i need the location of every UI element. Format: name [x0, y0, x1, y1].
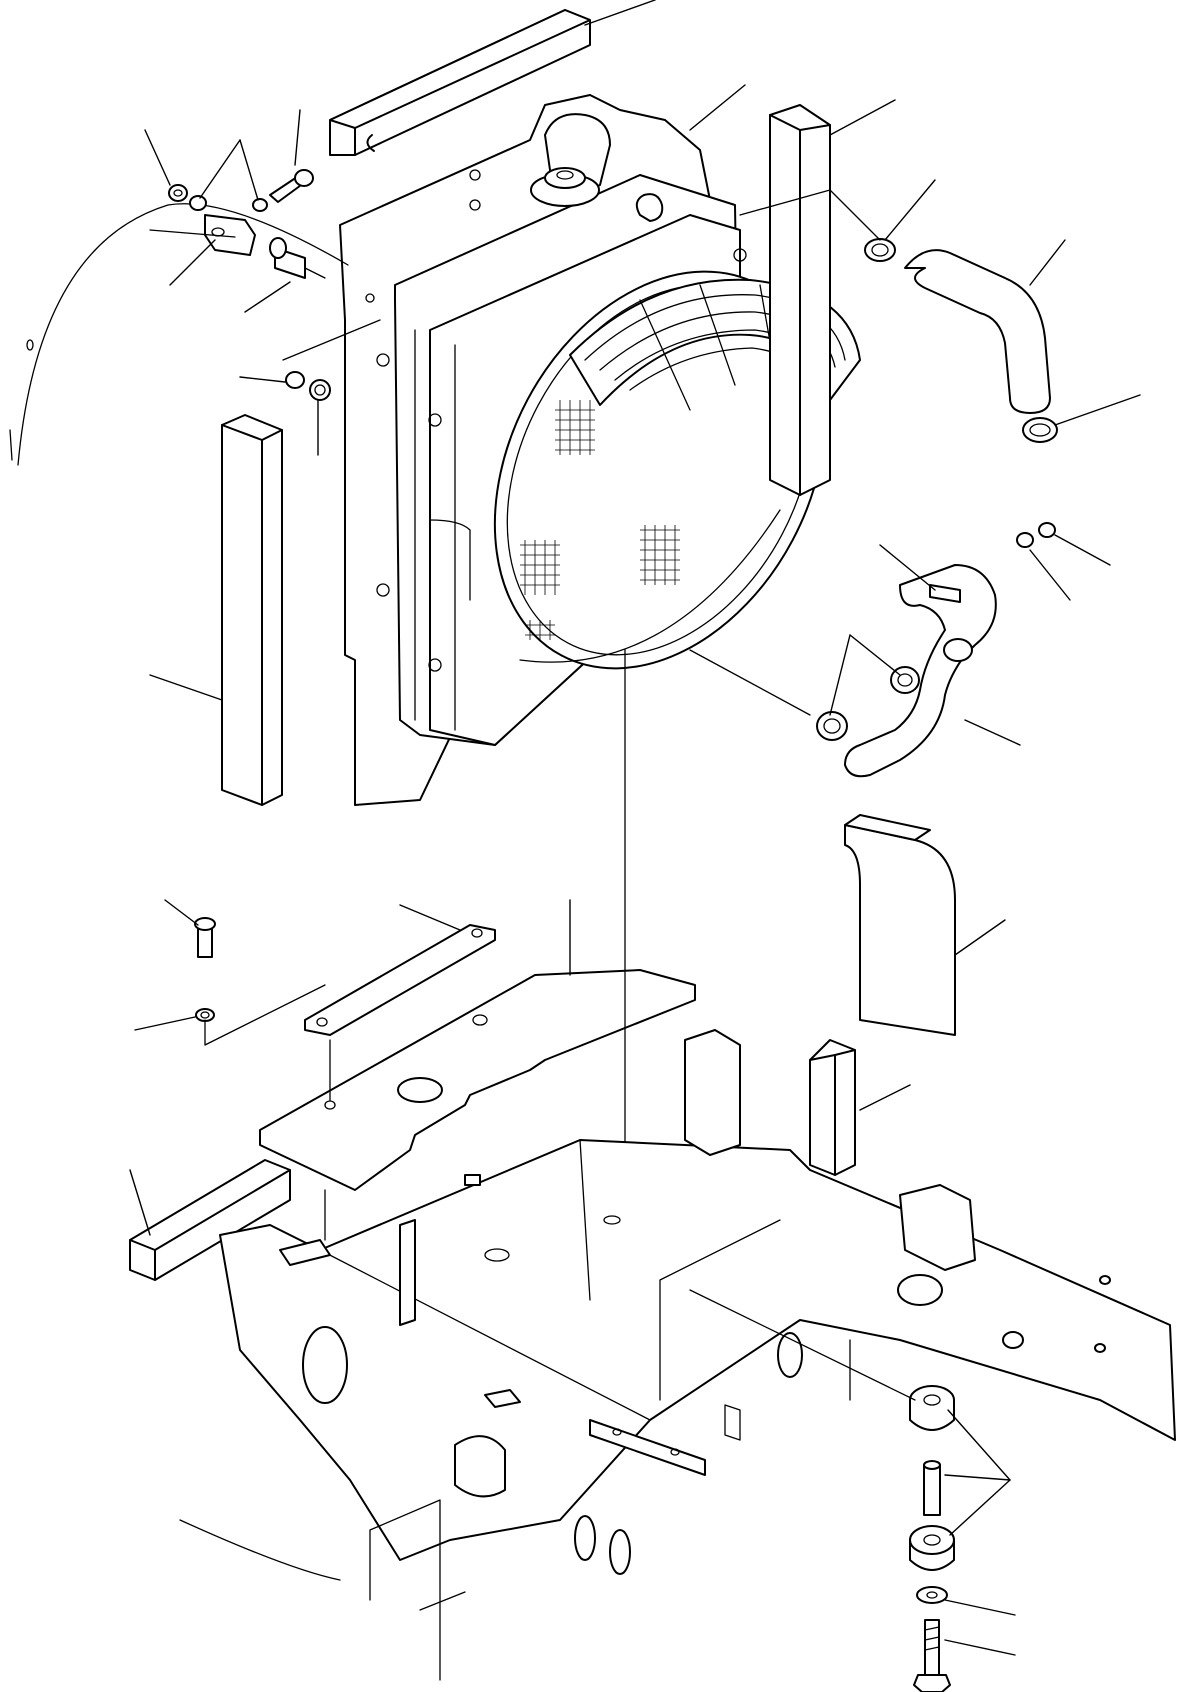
hose-washer-nut — [1016, 522, 1111, 601]
left-bracket-hardware — [9, 109, 381, 466]
left-foam-seal — [149, 414, 283, 806]
bottom-cover-plate — [259, 899, 696, 1191]
nut — [168, 184, 188, 202]
upper-hose — [904, 239, 1066, 414]
rubber-mount — [269, 237, 326, 279]
top-foam-seal — [329, 0, 656, 156]
hose-clamp-lower-right — [1022, 394, 1141, 443]
bolt — [269, 169, 314, 203]
frame — [179, 1029, 1176, 1681]
hose-bracket — [879, 544, 961, 603]
upper-cushion — [909, 1385, 955, 1431]
bottom-foam-bar — [129, 1159, 291, 1281]
hose-clamp-upper — [864, 179, 936, 262]
rubber-mount-stack — [689, 1289, 1016, 1692]
cover-bolt — [134, 899, 331, 1241]
sleeve — [923, 1460, 941, 1516]
nut-washer-pair — [285, 371, 331, 401]
core-mesh — [520, 400, 680, 640]
lower-hose — [844, 564, 1021, 778]
small-foam-block — [809, 1039, 911, 1176]
strap — [304, 904, 496, 1036]
radiator-cap — [530, 113, 664, 222]
mount-bolt — [913, 1619, 951, 1692]
lower-cushion — [909, 1525, 955, 1571]
right-foam-seal — [769, 99, 896, 496]
washer — [916, 1586, 948, 1604]
side-seal — [844, 814, 1006, 1036]
hose-clamps-lower — [816, 634, 920, 741]
